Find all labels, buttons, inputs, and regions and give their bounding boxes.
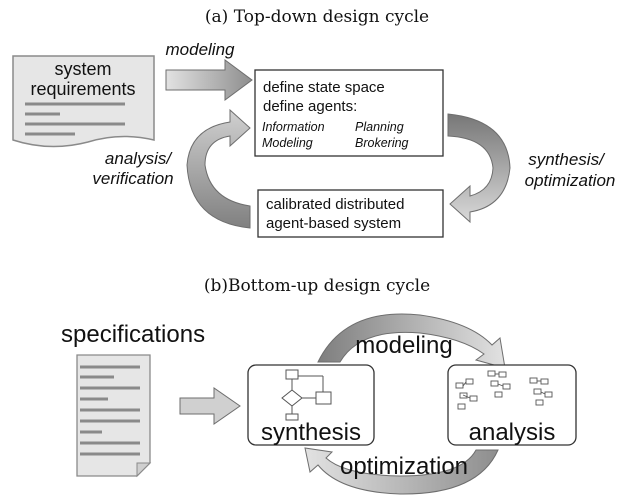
synthesis-curved-arrow-icon	[447, 113, 511, 224]
modeling-arc-arrow-icon	[317, 313, 506, 369]
specifications-label: specifications	[61, 321, 205, 348]
optimization-arc-arrow-icon	[304, 447, 499, 495]
agent-planning: Planning	[355, 120, 404, 134]
bottom-box-line-2: agent-based system	[266, 215, 401, 232]
optimization-arc-label: optimization	[340, 453, 468, 480]
left-label-verification: verification	[92, 169, 173, 188]
spec-to-synthesis-arrow-icon	[179, 387, 241, 425]
modeling-label: modeling	[166, 40, 236, 59]
caption-top-down: (a) Top-down design cycle	[205, 7, 429, 27]
bottom-box-line-1: calibrated distributed	[266, 196, 404, 213]
agent-brokering: Brokering	[355, 136, 409, 150]
flowchart-icon	[281, 369, 332, 421]
modeling-arrow-icon	[165, 59, 253, 101]
synthesis-box	[247, 364, 375, 446]
right-label-synthesis: synthesis/	[528, 150, 606, 169]
requirements-document-icon	[12, 55, 155, 148]
synthesis-label: synthesis	[261, 419, 361, 446]
specifications-document-icon	[76, 354, 152, 478]
analysis-label: analysis	[469, 419, 556, 446]
right-label-optimization: optimization	[525, 171, 616, 190]
analysis-curved-arrow-icon	[186, 108, 251, 229]
modeling-arc-label: modeling	[355, 332, 452, 359]
box-line-define-agents: define agents:	[263, 98, 357, 115]
box-line-state-space: define state space	[263, 79, 385, 96]
calibrated-system-box	[257, 189, 444, 238]
agent-information: Information	[262, 120, 325, 134]
network-graphs-icon	[455, 370, 553, 410]
agent-modeling: Modeling	[262, 136, 313, 150]
doc-label-requirements: requirements	[30, 79, 135, 99]
analysis-box	[447, 364, 577, 446]
state-space-box	[254, 69, 444, 157]
doc-label-system: system	[54, 59, 111, 79]
caption-bottom-up: (b)Bottom-up design cycle	[204, 276, 430, 296]
left-label-analysis: analysis/	[105, 149, 173, 168]
